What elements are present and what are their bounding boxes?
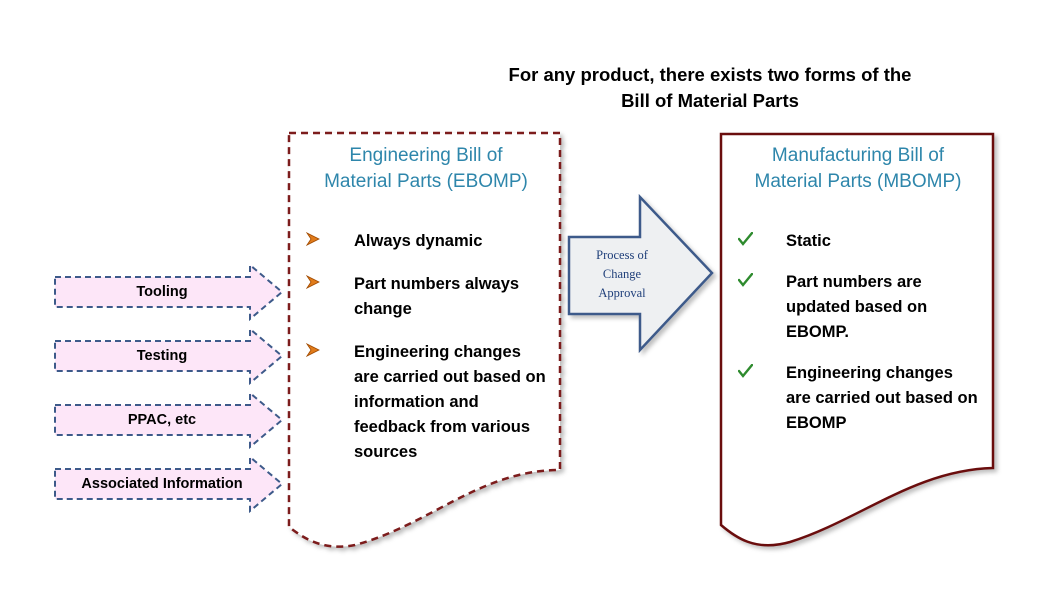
arrowhead-bullet-icon [305,340,326,365]
input-label-tooling: Tooling [136,284,188,300]
input-arrow-ppac-shape [54,390,284,450]
mbomp-bullet: Part numbers are updated based on EBOMP. [737,270,978,345]
mbomp-bullet-text: Static [786,232,831,250]
input-arrow-associated-shape [54,454,284,514]
mbomp-title: Manufacturing Bill of Material Parts (MB… [726,143,990,195]
input-label-testing: Testing [136,348,188,364]
arrowhead-bullet-icon [305,272,326,297]
checkmark-icon [737,361,758,386]
mbomp-document-shape [719,132,995,547]
ebomp-bullet-list: Always dynamic Part numbers always chang… [305,229,546,483]
ebomp-bullet-text: Always dynamic [354,232,483,250]
ebomp-bullet: Always dynamic [305,229,546,254]
ebomp-bullet: Part numbers always change [305,272,546,322]
mbomp-title-line1: Manufacturing Bill of [771,145,945,166]
diagram-title-line2: Bill of Material Parts [621,90,799,111]
process-arrow-label: Process of Change Approval [577,246,667,303]
ebomp-title: Engineering Bill of Material Parts (EBOM… [295,143,557,195]
diagram-title: For any product, there exists two forms … [440,62,980,114]
mbomp-bullet-text: Engineering changes are carried out base… [786,364,978,432]
process-arrow-shape [567,193,714,354]
process-label-line1: Process of [596,248,648,262]
input-arrow-tooling-shape [54,262,284,322]
input-label-associated-information: Associated Information [81,476,243,492]
input-arrow-testing-shape [54,326,284,386]
ebomp-bullet-text: Engineering changes are carried out base… [354,343,546,461]
diagram-title-line1: For any product, there exists two forms … [508,64,912,85]
process-label-line2: Change [602,267,642,281]
mbomp-bullet-list: Static Part numbers are updated based on… [737,229,978,452]
mbomp-bullet-text: Part numbers are updated based on EBOMP. [786,273,928,341]
checkmark-icon [737,229,758,254]
arrowhead-bullet-icon [305,229,326,254]
ebomp-title-line1: Engineering Bill of [349,145,503,166]
mbomp-bullet: Static [737,229,978,254]
process-label-line3: Approval [598,286,646,300]
mbomp-title-line2: Material Parts (MBOMP) [754,171,962,192]
ebomp-title-line2: Material Parts (EBOMP) [324,171,528,192]
ebomp-bullet-text: Part numbers always change [354,275,520,318]
ebomp-document-shape [287,131,562,548]
ebomp-bullet: Engineering changes are carried out base… [305,340,546,465]
checkmark-icon [737,270,758,295]
mbomp-bullet: Engineering changes are carried out base… [737,361,978,436]
input-label-ppac: PPAC, etc [127,412,197,428]
